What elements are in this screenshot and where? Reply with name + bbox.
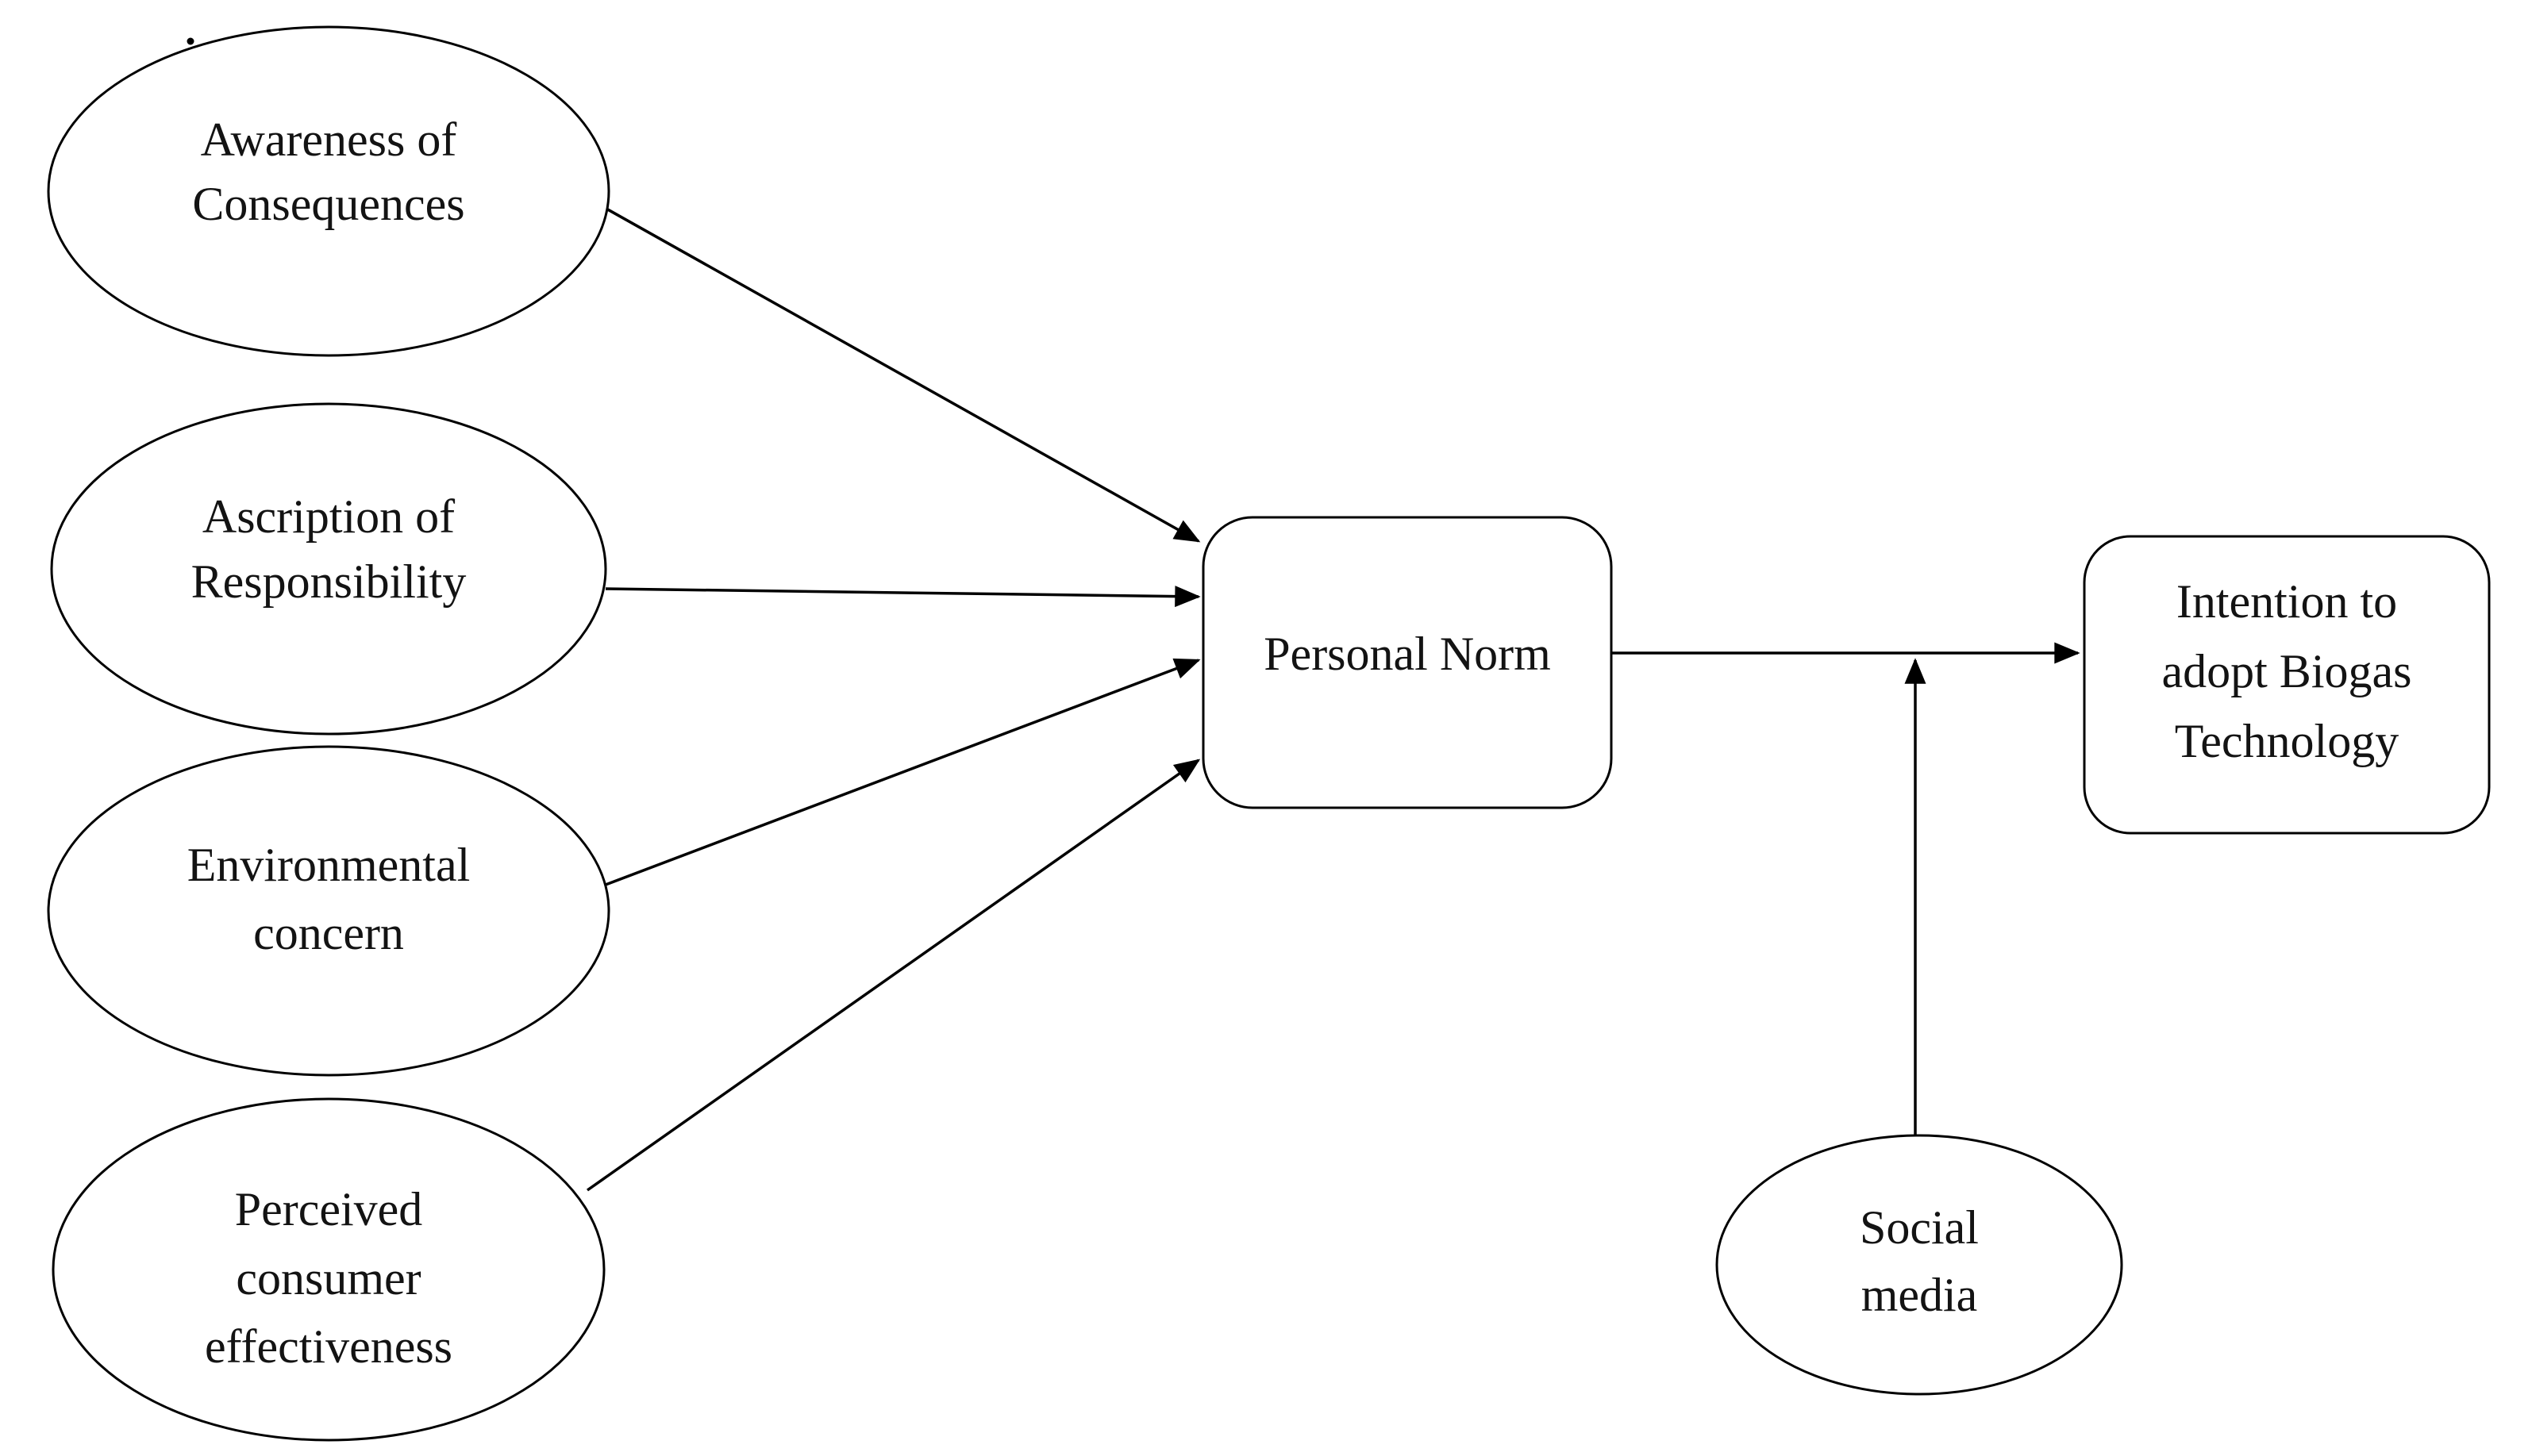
personal-norm-box bbox=[1202, 516, 1613, 809]
awareness-ellipse bbox=[47, 25, 610, 357]
arrow-ascription-to-personal-norm bbox=[605, 586, 1201, 608]
environmental-ellipse bbox=[47, 745, 610, 1077]
intention-label-line-2: adopt Biogas bbox=[2162, 645, 2412, 697]
social-media-label-line-2: media bbox=[1861, 1269, 1978, 1321]
ascription-ellipse bbox=[50, 402, 607, 736]
environmental-label-line-2: concern bbox=[253, 907, 404, 959]
perceived-ellipse bbox=[52, 1097, 606, 1442]
node-environmental: Environmental concern bbox=[47, 745, 610, 1077]
node-social-media: Social media bbox=[1715, 1134, 2123, 1396]
edge-layer bbox=[586, 203, 2080, 1192]
node-intention: Intention to adopt Biogas Technology bbox=[2083, 535, 2491, 835]
perceived-label-line-3: effectiveness bbox=[205, 1320, 452, 1373]
intention-box bbox=[2083, 535, 2491, 835]
node-perceived: Perceived consumer effectiveness bbox=[52, 1097, 606, 1442]
ascription-label-line-2: Responsibility bbox=[191, 555, 467, 608]
arrow-perceived-to-personal-norm bbox=[586, 759, 1201, 1192]
social-media-ellipse bbox=[1715, 1134, 2123, 1396]
stray-dot bbox=[187, 37, 194, 45]
arrow-environmental-to-personal-norm bbox=[598, 658, 1201, 889]
intention-label-line-3: Technology bbox=[2175, 715, 2399, 767]
node-awareness: Awareness of Consequences bbox=[47, 25, 610, 357]
node-ascription: Ascription of Responsibility bbox=[50, 402, 607, 736]
perceived-label-line-1: Perceived bbox=[235, 1183, 423, 1235]
social-media-label-line-1: Social bbox=[1860, 1201, 1979, 1254]
node-personal-norm: Personal Norm bbox=[1202, 516, 1613, 809]
perceived-label-line-2: consumer bbox=[236, 1252, 421, 1304]
arrow-awareness-to-personal-norm bbox=[598, 203, 1201, 543]
intention-label-line-1: Intention to bbox=[2176, 575, 2397, 628]
personal-norm-label: Personal Norm bbox=[1264, 628, 1551, 680]
environmental-label-line-1: Environmental bbox=[187, 839, 471, 891]
ascription-label-line-1: Ascription of bbox=[202, 490, 455, 543]
awareness-label-line-1: Awareness of bbox=[201, 113, 457, 166]
awareness-label-line-2: Consequences bbox=[192, 178, 464, 230]
